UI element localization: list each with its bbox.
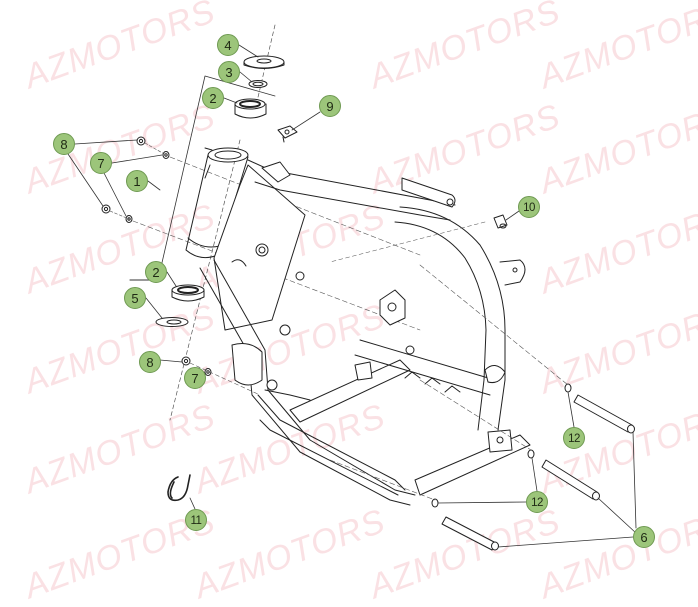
cable-tie-icon	[167, 474, 191, 502]
rear-loop-outer	[399, 206, 506, 431]
callout-12-upper[interactable]: 12	[563, 427, 585, 449]
callout-6[interactable]: 6	[633, 526, 655, 548]
lower-rail-rear	[414, 434, 531, 496]
callout-7-upper[interactable]: 7	[90, 152, 112, 174]
engine-mount-lugs	[354, 289, 513, 453]
callout-8-lower[interactable]: 8	[139, 351, 161, 373]
lower-crossmember	[289, 359, 411, 423]
callout-12-lower[interactable]: 12	[526, 491, 548, 513]
washer-12b-icon	[527, 449, 535, 459]
dust-seal-icon	[155, 317, 189, 327]
rear-crossbar	[401, 177, 456, 208]
washer-top-icon	[243, 55, 285, 69]
down-tube-front	[213, 259, 416, 496]
bearing-lower-icon	[171, 284, 205, 302]
callout-3[interactable]: 3	[218, 61, 240, 83]
callout-9[interactable]: 9	[319, 95, 341, 117]
frame-line-art	[67, 24, 637, 551]
steering-head-tube	[185, 147, 249, 259]
callout-4[interactable]: 4	[217, 34, 239, 56]
washer-upper-icon	[162, 151, 170, 159]
callout-1[interactable]: 1	[126, 170, 148, 192]
gusset-boss	[255, 243, 269, 257]
nut-mid-icon	[101, 204, 111, 214]
bolt-mid-icon	[541, 459, 600, 501]
nut-upper-icon	[136, 136, 146, 146]
washer-12a-icon	[564, 383, 572, 393]
seal-ring-icon	[248, 80, 268, 88]
callout-11[interactable]: 11	[185, 509, 207, 531]
top-rail-lower	[254, 181, 451, 221]
nut-lower-icon	[181, 356, 191, 366]
rear-loop-inner	[394, 221, 487, 431]
callout-2-lower[interactable]: 2	[145, 261, 167, 283]
spacer-icon	[493, 214, 508, 229]
clip-nut-icon	[277, 125, 298, 143]
leader-lines	[67, 44, 637, 548]
callout-5[interactable]: 5	[124, 287, 146, 309]
bearing-upper-icon	[234, 98, 267, 119]
bolt-upper-icon	[573, 394, 635, 434]
bolt-lower-icon	[441, 516, 499, 551]
callout-8-upper[interactable]: 8	[53, 133, 75, 155]
callout-7-lower[interactable]: 7	[184, 367, 206, 389]
parts-diagram: AZMOTORS AZMOTORS AZMOTORS AZMOTORS AZMO…	[19, 0, 698, 606]
callout-2-upper[interactable]: 2	[202, 87, 224, 109]
callout-10[interactable]: 10	[518, 196, 540, 218]
